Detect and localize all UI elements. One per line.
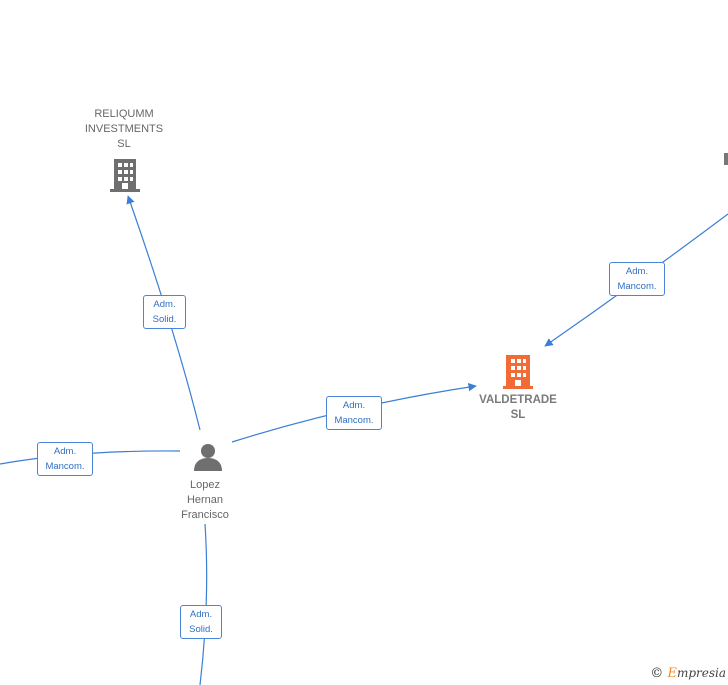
copyright-symbol: © bbox=[650, 666, 664, 681]
edge-label-external-valdetrade[interactable]: Adm. Mancom. bbox=[609, 262, 665, 296]
node-label-lopez[interactable]: Lopez Hernan Francisco bbox=[181, 479, 229, 521]
brand-name: mpresia bbox=[676, 666, 726, 680]
person-icon[interactable] bbox=[194, 444, 222, 471]
edge-label-lopez-left[interactable]: Adm. Mancom. bbox=[37, 442, 93, 476]
edge-label-lopez-reliqumm[interactable]: Adm. Solid. bbox=[143, 295, 186, 329]
node-label-valdetrade[interactable]: VALDETRADE SL bbox=[479, 394, 557, 421]
building-icon[interactable] bbox=[503, 355, 533, 389]
edge-label-lopez-bottom[interactable]: Adm. Solid. bbox=[180, 605, 222, 639]
building-icon[interactable] bbox=[110, 159, 140, 192]
watermark: © Empresia bbox=[650, 666, 726, 681]
node-label-reliqumm[interactable]: RELIQUMM INVESTMENTS SL bbox=[84, 108, 164, 150]
brand-initial: E bbox=[667, 666, 677, 681]
edge-lopez-bottom bbox=[199, 523, 208, 685]
offscreen-node-label bbox=[724, 153, 728, 165]
edge-label-lopez-valdetrade[interactable]: Adm. Mancom. bbox=[326, 396, 382, 430]
